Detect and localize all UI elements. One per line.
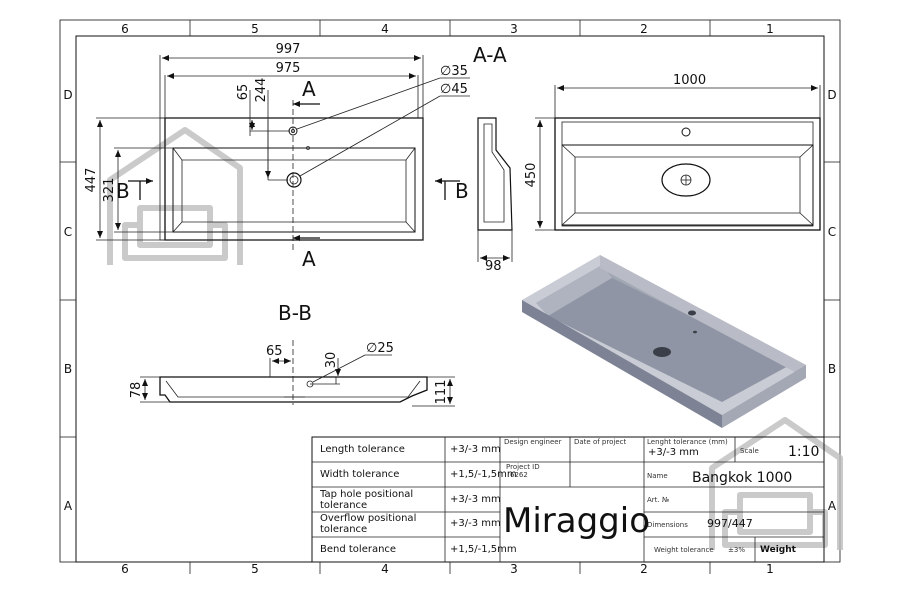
dim-dia-25: ∅25 [366, 341, 394, 356]
tol-label-width: Width tolerance [320, 469, 399, 480]
dim-111: 111 [434, 380, 449, 405]
grid-col-1-bottom: 1 [766, 562, 774, 576]
tol-value-length: +3/-3 mm [450, 444, 501, 455]
dim-65-section: 65 [266, 344, 283, 359]
section-bb-title: B-B [278, 301, 312, 325]
dim-98: 98 [485, 259, 502, 274]
cut-label-b-left: B [116, 179, 130, 203]
cut-label-a-top: A [302, 77, 316, 101]
dim-321: 321 [102, 178, 117, 203]
basin-3d-render [522, 255, 806, 428]
weight-tol-value: ±3% [728, 546, 745, 554]
cut-label-a-bottom: A [302, 247, 316, 271]
section-bb-profile [140, 340, 455, 407]
name-label: Name [647, 472, 668, 480]
grid-ticks [60, 20, 840, 574]
tol-value-tap-hole: +3/-3 mm [450, 494, 501, 505]
top-view [96, 55, 470, 250]
date-of-project-label: Date of project [574, 438, 626, 446]
section-aa-title: A-A [473, 43, 507, 67]
dim-244: 244 [254, 78, 269, 103]
grid-col-2-bottom: 2 [640, 562, 648, 576]
dim-975: 975 [276, 61, 301, 76]
grid-col-6: 6 [121, 22, 129, 36]
project-id-value: 6262 [510, 471, 528, 479]
dim-65-top: 65 [236, 84, 251, 101]
scale-value: 1:10 [788, 444, 819, 460]
grid-row-b: B [64, 362, 72, 376]
weight-label: Weight [760, 545, 797, 555]
dim-447: 447 [84, 168, 99, 193]
art-label: Art. № [647, 496, 669, 504]
dim-30: 30 [324, 352, 339, 369]
dim-1000: 1000 [673, 73, 706, 88]
dimensions-label: Dimensions [647, 521, 688, 529]
dim-78: 78 [129, 382, 144, 399]
grid-row-d-right: D [827, 88, 836, 102]
grid-col-3-bottom: 3 [510, 562, 518, 576]
tol-value-width: +1,5/-1,5mm [450, 469, 517, 480]
dimensions-value: 997/447 [707, 517, 753, 530]
scale-label: Scale [740, 447, 759, 455]
grid-col-5: 5 [251, 22, 259, 36]
grid-col-1: 1 [766, 22, 774, 36]
tol-label-bend: Bend tolerance [320, 544, 396, 555]
dim-dia-35: ∅35 [440, 64, 468, 79]
cut-label-b-right: B [455, 179, 469, 203]
dim-997: 997 [276, 42, 301, 57]
grid-col-3: 3 [510, 22, 518, 36]
grid-row-c-right: C [828, 225, 836, 239]
tol-value-bend: +1,5/-1,5mm [450, 544, 517, 555]
dim-dia-45: ∅45 [440, 82, 468, 97]
weight-tol-label: Weight tolerance [654, 546, 714, 554]
tol-value-overflow: +3/-3 mm [450, 518, 501, 529]
length-tol-label: Lenght tolerance (mm) [647, 438, 728, 446]
grid-col-6-bottom: 6 [121, 562, 129, 576]
grid-row-c: C [64, 225, 72, 239]
grid-col-5-bottom: 5 [251, 562, 259, 576]
tol-label-length: Length tolerance [320, 444, 405, 455]
grid-col-4-bottom: 4 [381, 562, 389, 576]
grid-row-a: A [64, 499, 73, 513]
title-block [311, 436, 825, 563]
grid-row-b-right: B [828, 362, 836, 376]
grid-col-4: 4 [381, 22, 389, 36]
side-profile [477, 117, 513, 262]
product-name: Bangkok 1000 [692, 470, 792, 486]
front-view [535, 85, 821, 231]
design-engineer-label: Design engineer [504, 438, 562, 446]
grid-row-d: D [63, 88, 72, 102]
length-tol-value: +3/-3 mm [648, 447, 699, 458]
project-id-label: Project ID [506, 463, 540, 471]
grid-col-2: 2 [640, 22, 648, 36]
grid-row-a-right: A [828, 499, 837, 513]
dim-450: 450 [524, 163, 539, 188]
brand-logo: Miraggio [503, 501, 650, 541]
